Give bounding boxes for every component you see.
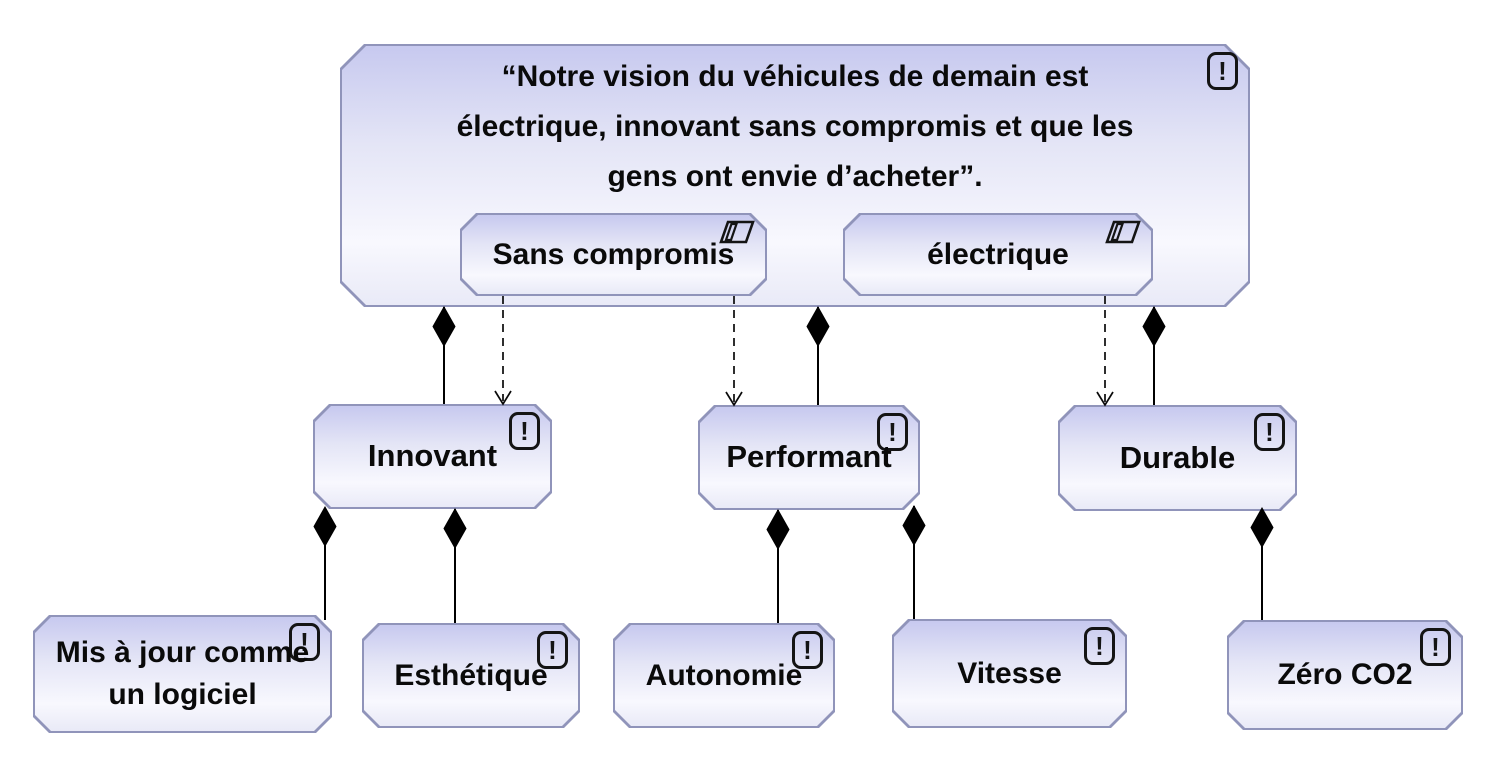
- composition-connector-vision-performant: [806, 305, 830, 405]
- requirement-performant[interactable]: ! Performant: [698, 405, 920, 510]
- zero-co2-label: Zéro CO2: [1277, 658, 1413, 691]
- composition-connector-vision-innovant: [432, 305, 456, 404]
- composition-connector-performant-autonomie: [766, 508, 790, 623]
- composition-connector-innovant-esthetique: [443, 507, 467, 623]
- composition-diamond-icon: [902, 504, 926, 547]
- dependency-connector-sans-compromis-performant: [725, 296, 743, 407]
- composition-diamond-icon: [432, 305, 456, 348]
- requirement-innovant[interactable]: ! Innovant: [313, 404, 552, 509]
- innovant-label: Innovant: [367, 438, 498, 474]
- composition-diamond-icon: [766, 508, 790, 551]
- box-fill-shape: [35, 617, 330, 731]
- dependency-connector-sans-compromis-innovant: [494, 296, 512, 406]
- requirement-mis-a-jour[interactable]: ! Mis à jour comme un logiciel: [33, 615, 332, 733]
- requirement-autonomie[interactable]: ! Autonomie: [613, 623, 835, 728]
- composition-connector-vision-durable: [1142, 305, 1166, 405]
- requirement-sans-compromis[interactable]: Sans compromis: [460, 213, 767, 296]
- box-fill-shape: [615, 625, 833, 726]
- composition-diamond-icon: [313, 505, 337, 548]
- requirement-icon: !: [1254, 413, 1285, 451]
- composition-connector-innovant-mis-a-jour: [313, 505, 337, 620]
- durable-label: Durable: [1119, 439, 1236, 475]
- mis-a-jour-label: Mis à jour comme un logiciel: [55, 636, 310, 711]
- dependency-connector-electrique-durable: [1096, 296, 1114, 407]
- vision-text: “Notre vision du véhicules de demain est…: [456, 60, 1134, 193]
- note-icon: [719, 220, 755, 244]
- requirement-vitesse[interactable]: ! Vitesse: [892, 619, 1127, 728]
- performant-label: Performant: [726, 439, 892, 475]
- requirement-icon: !: [537, 631, 568, 669]
- box-fill-shape: [364, 625, 578, 726]
- box-fill-shape: [462, 215, 765, 294]
- composition-diamond-icon: [443, 507, 467, 550]
- requirement-icon: !: [289, 623, 320, 661]
- esthetique-label: Esthétique: [394, 658, 548, 692]
- requirement-durable[interactable]: ! Durable: [1058, 405, 1297, 511]
- vitesse-label: Vitesse: [957, 656, 1062, 690]
- composition-diamond-icon: [1250, 506, 1274, 549]
- requirement-icon: !: [1420, 628, 1451, 666]
- box-fill-shape: [845, 215, 1151, 294]
- composition-diamond-icon: [1142, 305, 1166, 348]
- open-arrowhead-icon: [1096, 391, 1114, 407]
- sans-compromis-label: Sans compromis: [492, 237, 735, 271]
- note-icon: [1105, 220, 1141, 244]
- open-arrowhead-icon: [494, 390, 512, 406]
- requirement-icon: !: [877, 413, 908, 451]
- open-arrowhead-icon: [725, 391, 743, 407]
- requirement-esthetique[interactable]: ! Esthétique: [362, 623, 580, 728]
- requirement-vision[interactable]: ! “Notre vision du véhicules de demain e…: [340, 44, 1250, 307]
- composition-connector-durable-zero-co2: [1250, 506, 1274, 620]
- composition-diamond-icon: [806, 305, 830, 348]
- box-fill-shape: [700, 407, 918, 508]
- requirement-icon: !: [792, 631, 823, 669]
- electrique-label: électrique: [927, 237, 1069, 271]
- requirement-zero-co2[interactable]: ! Zéro CO2: [1227, 620, 1463, 730]
- autonomie-label: Autonomie: [645, 658, 803, 692]
- requirement-electrique[interactable]: électrique: [843, 213, 1153, 296]
- requirement-icon: !: [1207, 52, 1238, 90]
- composition-connector-performant-vitesse: [902, 504, 926, 619]
- requirement-icon: !: [509, 412, 540, 450]
- requirement-icon: !: [1084, 627, 1115, 665]
